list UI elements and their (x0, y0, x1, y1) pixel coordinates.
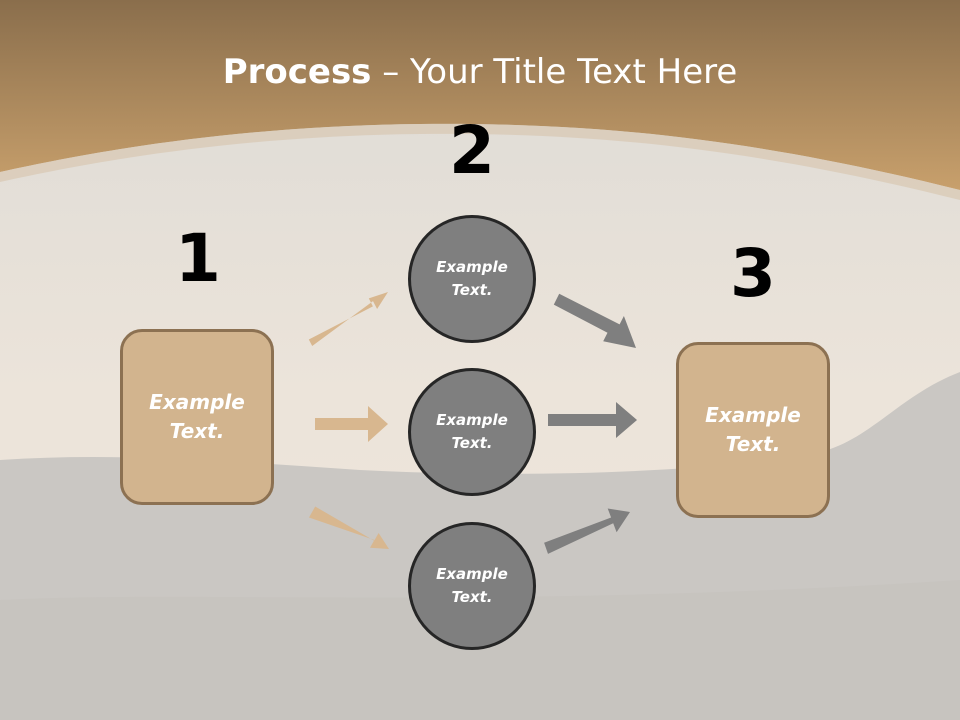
step-2-circle-middle: Example Text. (408, 368, 536, 496)
title-bold: Process (222, 52, 372, 92)
circle-middle-text: Example Text. (436, 411, 508, 452)
slide-title: Process – Your Title Text Here (0, 52, 960, 92)
step-number-1: 1 (175, 220, 221, 297)
step-3-box: Example Text. (676, 342, 830, 518)
arrow-from-circle-top (553, 293, 636, 348)
arrow-from-circle-middle (548, 402, 637, 438)
step-3-text: Example Text. (705, 403, 801, 456)
step-2-circle-top: Example Text. (408, 215, 536, 343)
step-1-text: Example Text. (149, 390, 245, 443)
arrow-to-circle-middle (315, 406, 388, 442)
arrow-to-circle-top (308, 292, 388, 346)
step-number-2: 2 (449, 112, 495, 189)
title-rest: – Your Title Text Here (371, 52, 738, 92)
step-2-circle-bottom: Example Text. (408, 522, 536, 650)
step-1-box: Example Text. (120, 329, 274, 505)
circle-bottom-text: Example Text. (436, 565, 508, 606)
arrow-from-circle-bottom (544, 508, 630, 554)
circle-top-text: Example Text. (436, 258, 508, 299)
arrow-to-circle-bottom (309, 506, 389, 549)
step-number-3: 3 (730, 235, 776, 312)
